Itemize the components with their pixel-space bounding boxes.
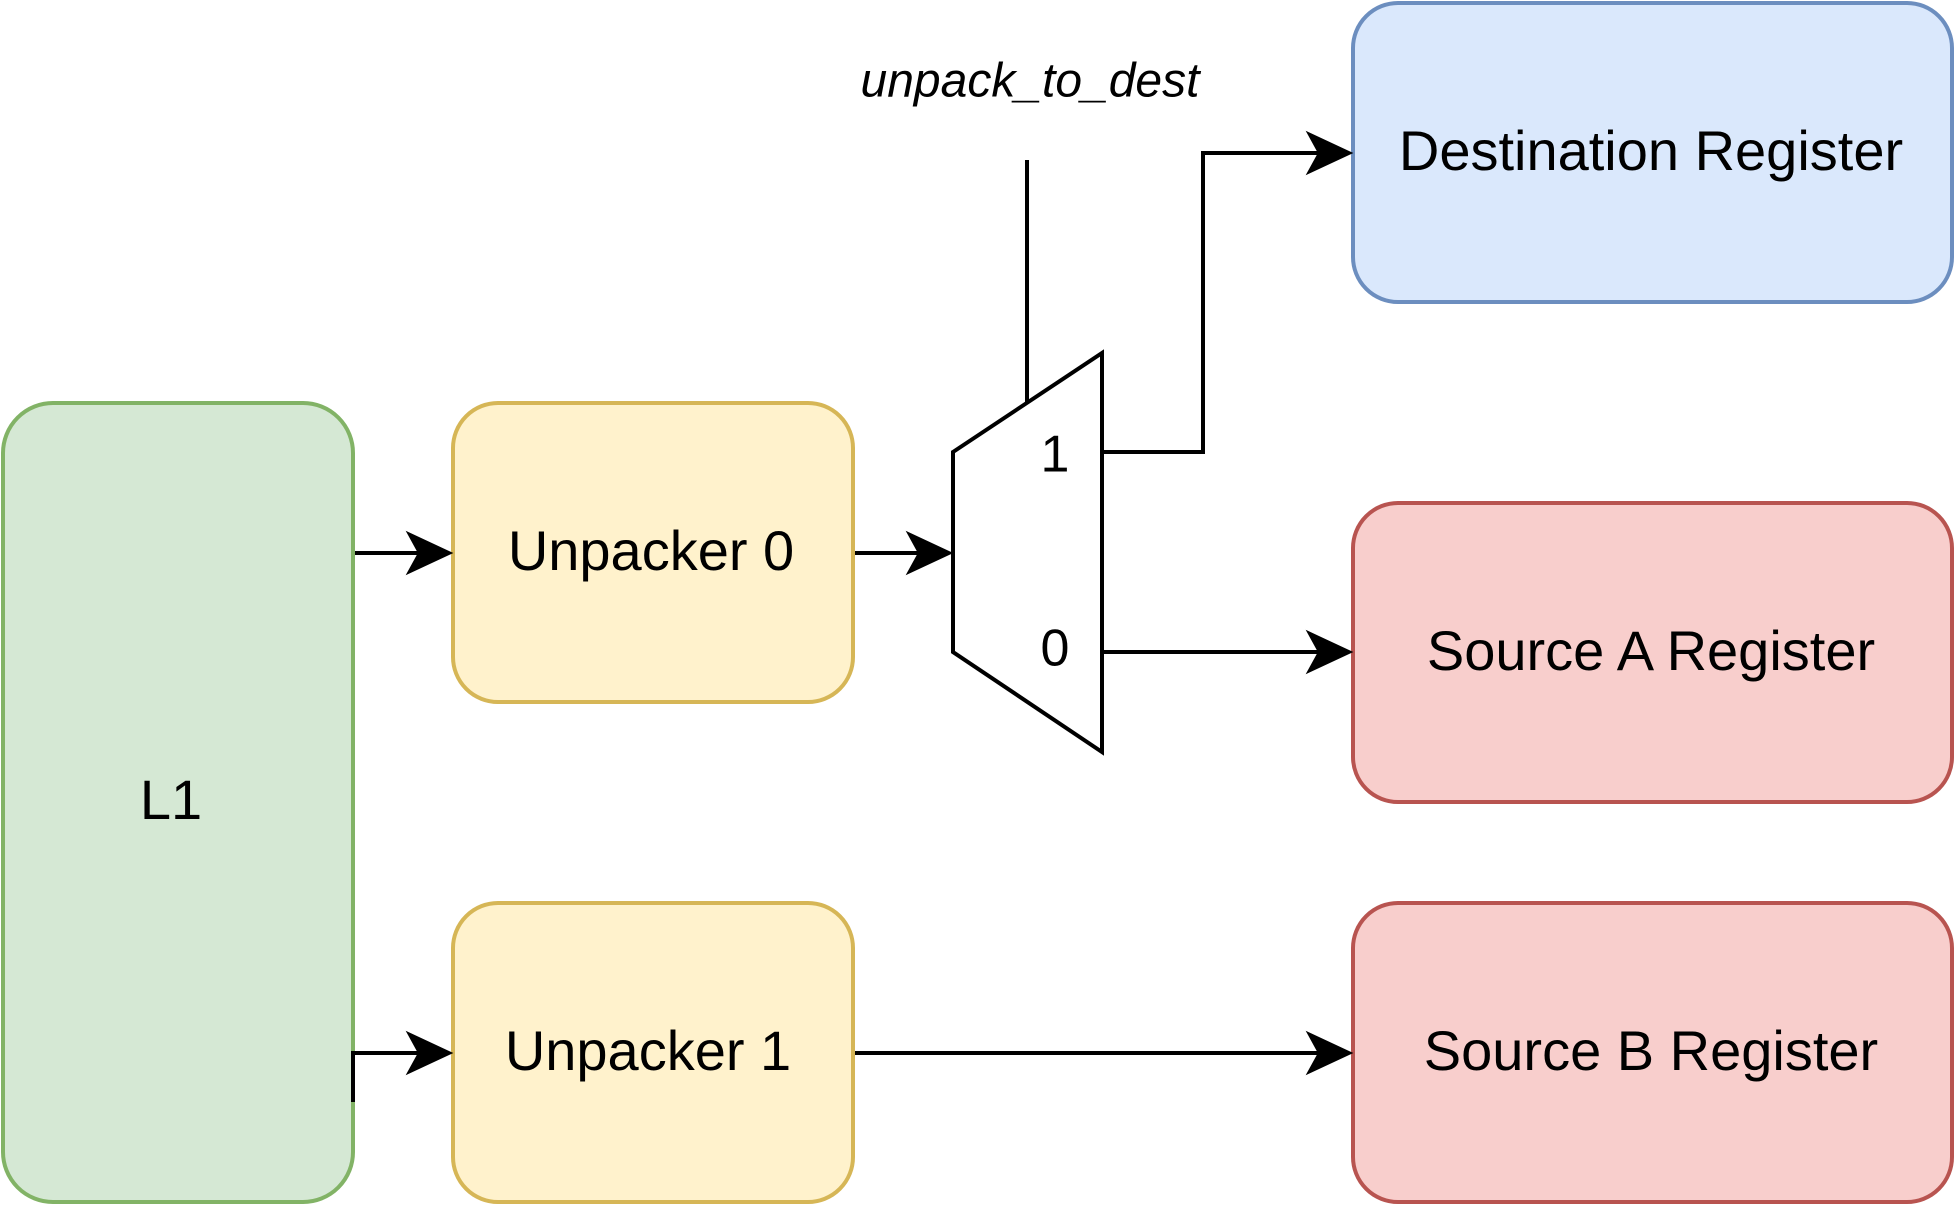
mux-input-1-label: 1 [1041,426,1070,484]
unpacker-1-shape [451,901,855,1204]
arrowhead-unpacker-1-to-source-b [1305,1030,1354,1076]
wire-mux-to-destination [1104,151,1330,454]
destination-register-block: Destination Register [1351,1,1954,304]
l1-label: L1 [140,768,202,831]
multiplexer: 1 0 [951,349,1104,756]
wire-l1-to-unpacker-1 [351,1051,430,1102]
source-b-register-block: Source B Register [1351,901,1954,1204]
source-b-register-label: Source B Register [1424,1019,1878,1082]
unpacker-0-shape [451,401,855,704]
arrowhead-mux-to-source-a [1305,629,1354,675]
destination-register-label: Destination Register [1399,119,1903,182]
unpacker-1-block: Unpacker 1 [451,901,855,1204]
select-signal-label: unpack_to_dest [861,55,1202,108]
source-a-register-label: Source A Register [1427,619,1875,682]
source-a-register-shape [1351,501,1954,804]
arrowhead-mux-to-destination [1305,130,1354,176]
mux-input-0-label: 0 [1041,620,1070,678]
multiplexer-shape [951,349,1104,756]
l1-block-shape [1,401,355,1204]
unpacker-0-label: Unpacker 0 [508,519,794,582]
source-b-register-shape [1351,901,1954,1204]
destination-register-shape [1351,1,1954,304]
arrowhead-l1-to-unpacker-1 [405,1030,454,1076]
unpacker-0-block: Unpacker 0 [451,401,855,704]
arrowhead-unpacker-0-to-mux [905,530,954,576]
unpacker-1-label: Unpacker 1 [505,1019,791,1082]
l1-block: L1 [1,401,355,1204]
source-a-register-block: Source A Register [1351,501,1954,804]
arrowhead-l1-to-unpacker-0 [405,530,454,576]
